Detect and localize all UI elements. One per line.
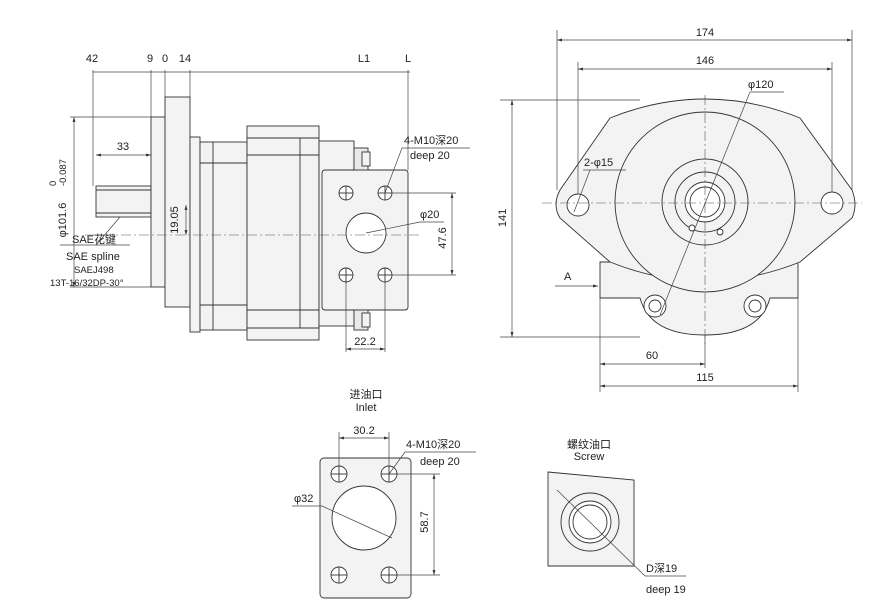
mounting-flange	[164, 96, 191, 308]
dim-2-phi15: 2-φ15	[584, 157, 613, 169]
dim-14: 14	[179, 53, 191, 65]
dim-42: 42	[86, 53, 98, 65]
screw-port-view: 螺纹油口 Screw D深19 deep 19	[547, 437, 686, 596]
inlet-port-note-en: deep 20	[420, 456, 460, 468]
screw-title-en: Screw	[574, 451, 605, 463]
front-housing	[199, 141, 248, 331]
tol-upper: 0	[48, 181, 59, 186]
spline-shaft	[95, 185, 152, 218]
dim-22-2: 22.2	[354, 336, 375, 348]
dim-174: 174	[696, 27, 714, 39]
dim-0: 0	[162, 53, 168, 65]
pump-body	[246, 125, 320, 341]
mount-hole-left	[566, 193, 590, 217]
inlet-main-bore	[331, 485, 397, 551]
dim-58-7: 58.7	[419, 511, 431, 532]
spline-standard: SAEJ498	[74, 265, 114, 276]
tol-lower: -0.087	[58, 159, 69, 186]
spline-label-en: SAE spline	[66, 251, 120, 263]
dim-phi120: φ120	[748, 79, 774, 91]
side-view: 42 9 0 14 L1 L 33 φ101.6 0 -0.087 19.05 …	[48, 53, 470, 352]
dim-60: 60	[646, 350, 658, 362]
inlet-port-note-cn: 4-M10深20	[406, 438, 460, 451]
inlet-title-en: Inlet	[356, 402, 377, 414]
screw-note-cn: D深19	[646, 562, 677, 575]
side-port-note-en: deep 20	[410, 150, 450, 162]
front-view: 174 146 φ120 2-φ15 141 A 60 115	[497, 27, 862, 392]
spline-label-cn: SAE花键	[72, 232, 116, 246]
dim-30-2: 30.2	[353, 425, 374, 437]
dim-146: 146	[696, 55, 714, 67]
dim-47-6: 47.6	[437, 227, 449, 248]
screw-note-en: deep 19	[646, 584, 686, 596]
dim-phi32: φ32	[294, 493, 313, 505]
dim-l: L	[405, 53, 411, 65]
screw-title-cn: 螺纹油口	[567, 437, 611, 451]
flange-collar	[189, 136, 201, 333]
inlet-view: 进油口 Inlet 30.2 4-M10深20 deep 20 φ32 58.7	[292, 387, 476, 599]
dim-115: 115	[696, 372, 714, 384]
pilot-flange	[150, 116, 166, 288]
inlet-title-cn: 进油口	[350, 387, 383, 401]
view-arrow-a: A	[564, 271, 572, 283]
side-port-note-cn: 4-M10深20	[404, 134, 458, 147]
dim-phi101-6: φ101.6	[57, 203, 69, 238]
dim-l1: L1	[358, 53, 370, 65]
dim-19-05: 19.05	[169, 206, 181, 234]
dim-phi20: φ20	[420, 209, 439, 221]
dim-141: 141	[497, 209, 509, 227]
dim-9: 9	[147, 53, 153, 65]
dim-33: 33	[117, 141, 129, 153]
spline-spec: 13T-16/32DP-30°	[50, 278, 124, 289]
